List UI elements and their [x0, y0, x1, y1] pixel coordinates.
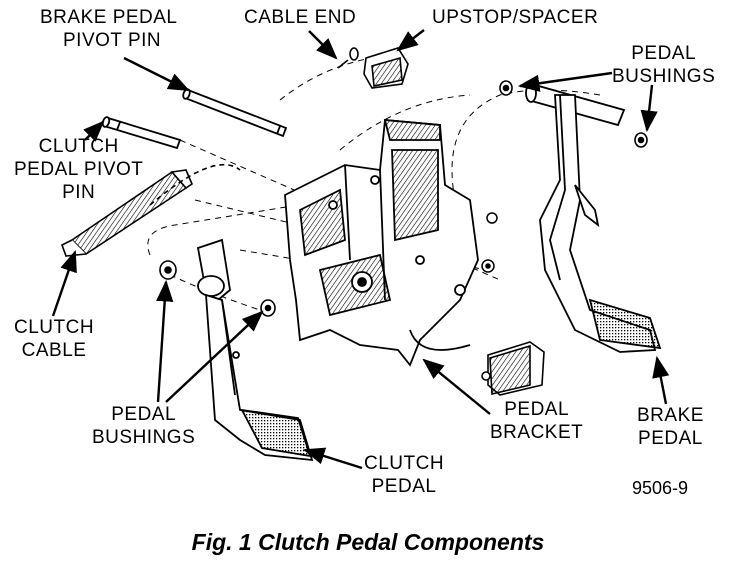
label-line: CLUTCH — [38, 136, 119, 157]
figure-caption: Fig. 1 Clutch Pedal Components — [191, 529, 545, 555]
figure-number: 9506-9 — [632, 478, 689, 498]
label-upstop-spacer: UPSTOP/SPACER — [432, 6, 598, 29]
label-brake-pedal-pivot-pin: BRAKE PEDAL PIVOT PIN — [40, 6, 178, 52]
label-line: PEDAL — [504, 399, 570, 420]
label-line: BRACKET — [490, 422, 584, 443]
pedal-bushings-bottom — [159, 260, 276, 317]
label-line: BUSHINGS — [92, 427, 196, 448]
label-line: PEDAL — [371, 476, 437, 497]
label-line: CLUTCH — [14, 317, 95, 338]
label-line: PIN — [62, 182, 96, 203]
pedal-bracket — [284, 118, 479, 367]
label-clutch-pedal: CLUTCH PEDAL — [364, 452, 444, 498]
label-pedal-bushings-bottom: PEDAL BUSHINGS — [92, 403, 195, 449]
label-line: CABLE END — [244, 7, 357, 28]
leader-arrows — [51, 29, 670, 470]
label-line: BUSHINGS — [612, 66, 716, 87]
upstop-spacer — [363, 47, 409, 89]
label-line: PEDAL — [631, 43, 697, 64]
label-line: BRAKE — [637, 405, 704, 426]
label-line: CLUTCH — [364, 453, 445, 474]
brake-pedal — [525, 83, 662, 353]
label-clutch-cable: CLUTCH CABLE — [14, 316, 94, 362]
label-line: PEDAL — [111, 404, 177, 425]
label-line: BRAKE PEDAL — [40, 7, 178, 28]
label-clutch-pedal-pivot-pin: CLUTCH PEDAL PIVOT PIN — [14, 135, 143, 204]
label-cable-end: CABLE END — [244, 6, 356, 29]
pedal-bushings-top — [499, 80, 648, 148]
label-brake-pedal: BRAKE PEDAL — [637, 404, 704, 450]
clutch-pedal — [196, 238, 314, 462]
label-line: UPSTOP/SPACER — [432, 7, 599, 28]
label-line: PEDAL PIVOT — [14, 159, 144, 180]
switch-component — [481, 341, 545, 396]
brake-pedal-pivot-pin — [182, 88, 288, 138]
label-pedal-bracket: PEDAL BRACKET — [490, 398, 583, 444]
label-line: CABLE — [21, 340, 87, 361]
bracket-bushings — [481, 212, 498, 273]
cable-end — [337, 47, 359, 69]
label-line: PIVOT PIN — [63, 30, 162, 51]
label-line: PEDAL — [638, 428, 703, 449]
label-pedal-bushings-top: PEDAL BUSHINGS — [612, 42, 715, 88]
